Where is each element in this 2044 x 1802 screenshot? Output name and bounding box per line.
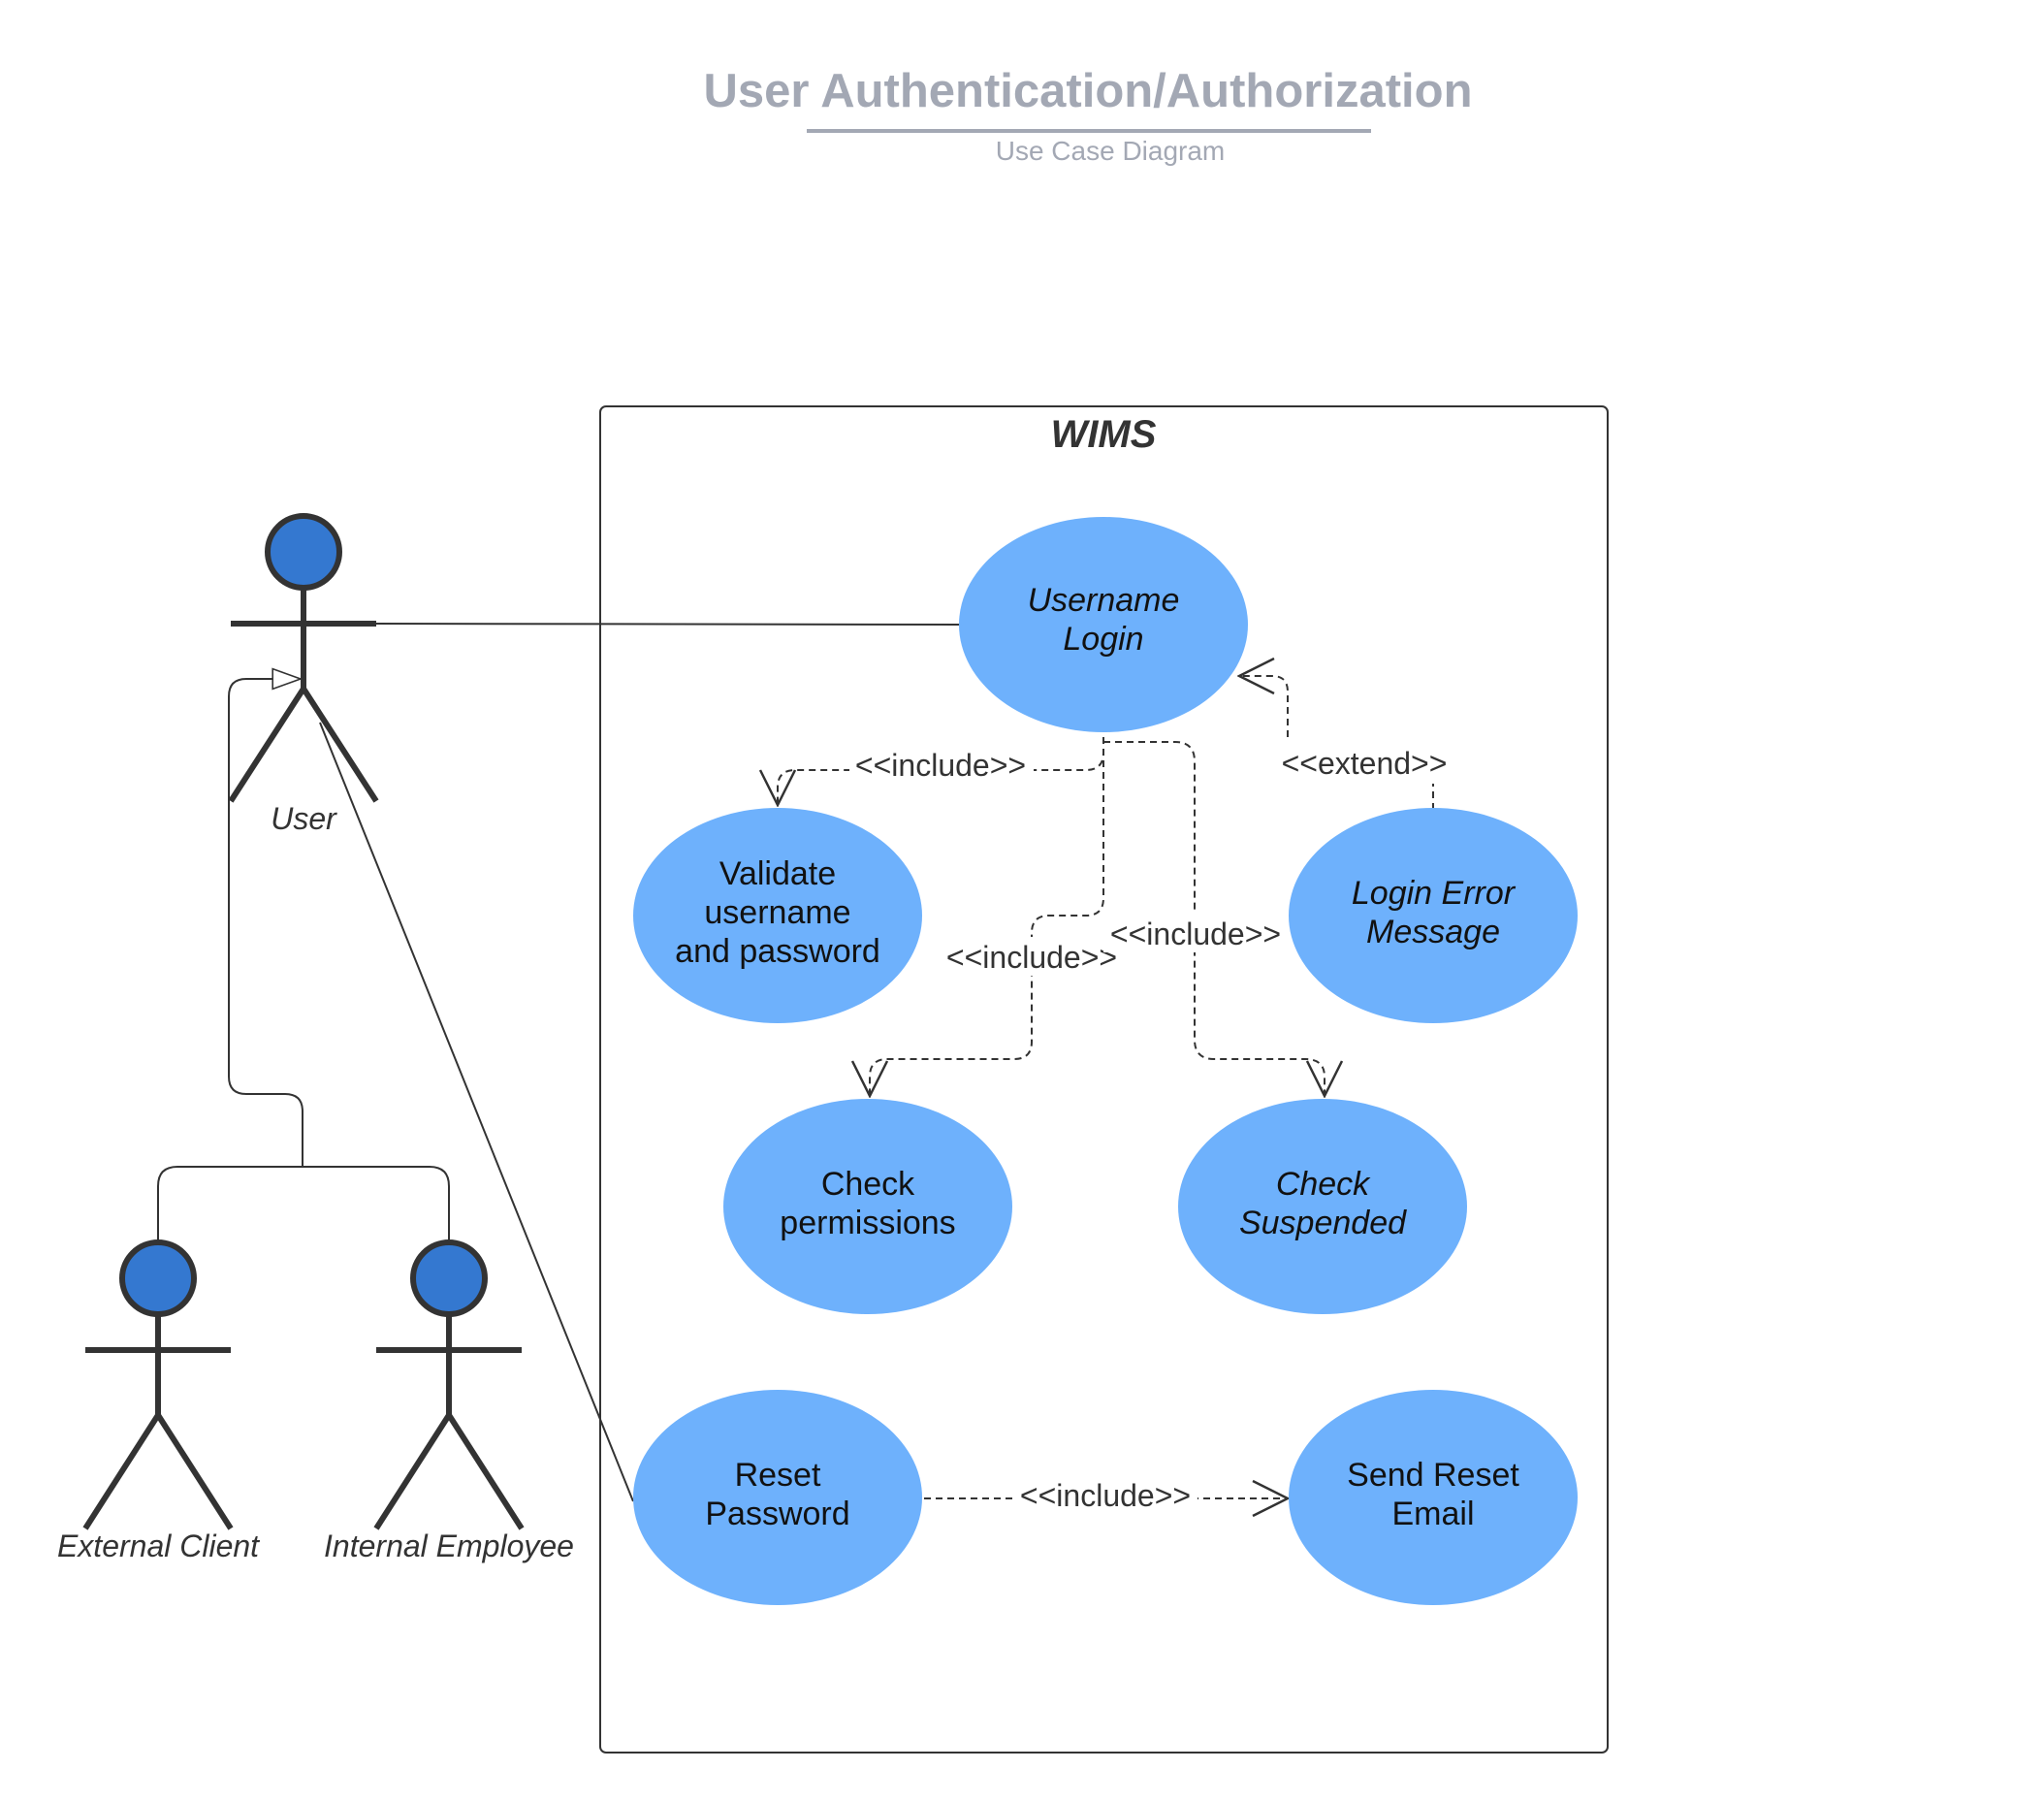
system-boundary	[599, 405, 1609, 1754]
use-case-validate[interactable]: Validate username and password	[633, 808, 922, 1023]
extend-error-label: <<extend>>	[1282, 746, 1448, 781]
use-case-label: Username	[1028, 582, 1180, 619]
association-user-login	[375, 623, 961, 626]
include-permissions-line	[870, 737, 1104, 1096]
include-suspended-label: <<include>>	[1110, 917, 1281, 951]
actor-head	[410, 1239, 488, 1317]
use-case-check-suspended[interactable]: Check Suspended	[1178, 1099, 1467, 1314]
use-case-label: Check	[1276, 1166, 1371, 1203]
actor-label-external-client: External Client	[57, 1528, 260, 1563]
include-suspended-line	[1103, 741, 1325, 1096]
use-case-label: Validate	[719, 855, 836, 892]
actor-external-client[interactable]	[82, 1239, 234, 1530]
actor-internal-employee[interactable]	[373, 1239, 525, 1530]
generalization-branch	[157, 1166, 450, 1241]
use-case-label: Login	[1063, 621, 1143, 658]
use-case-label: username	[704, 894, 850, 931]
label-bg	[939, 937, 1125, 976]
label-bg	[1275, 745, 1453, 784]
actor-head	[265, 513, 342, 591]
diagram-subtitle: Use Case Diagram	[996, 136, 1226, 166]
use-case-label: and password	[675, 933, 880, 970]
use-case-label: Check	[821, 1166, 915, 1203]
use-case-send-reset-email[interactable]: Send Reset Email	[1289, 1390, 1578, 1605]
include-permissions-label: <<include>>	[946, 940, 1117, 975]
label-bg	[849, 749, 1034, 786]
use-case-label: permissions	[780, 1205, 955, 1241]
use-case-label: Reset	[735, 1457, 821, 1494]
use-case-label: Login Error	[1352, 875, 1517, 912]
label-bg	[1013, 1478, 1198, 1517]
association-user-reset	[319, 722, 634, 1502]
include-reset-email-label: <<include>>	[1020, 1478, 1191, 1513]
use-case-label: Message	[1366, 914, 1500, 950]
diagram-title: User Authentication/Authorization	[703, 65, 1472, 117]
actor-label-user: User	[271, 801, 337, 836]
use-case-login-error[interactable]: Login Error Message	[1289, 808, 1578, 1023]
use-case-label: Password	[705, 1496, 849, 1532]
actor-user[interactable]	[228, 513, 379, 803]
extend-error-line	[1239, 676, 1434, 810]
use-case-label: Send Reset	[1347, 1457, 1519, 1494]
use-case-reset-password[interactable]: Reset Password	[633, 1390, 922, 1605]
use-case-label: Email	[1391, 1496, 1474, 1532]
label-bg	[1103, 914, 1288, 952]
use-case-check-permissions[interactable]: Check permissions	[723, 1099, 1012, 1314]
use-case-label: Suspended	[1239, 1205, 1407, 1241]
generalization-line	[228, 667, 303, 1167]
actor-head	[119, 1239, 197, 1317]
system-name: WIMS	[1051, 413, 1157, 456]
use-case-username-login[interactable]: Username Login	[959, 517, 1248, 732]
include-validate-label: <<include>>	[855, 748, 1026, 783]
actor-label-internal-employee: Internal Employee	[324, 1528, 574, 1563]
